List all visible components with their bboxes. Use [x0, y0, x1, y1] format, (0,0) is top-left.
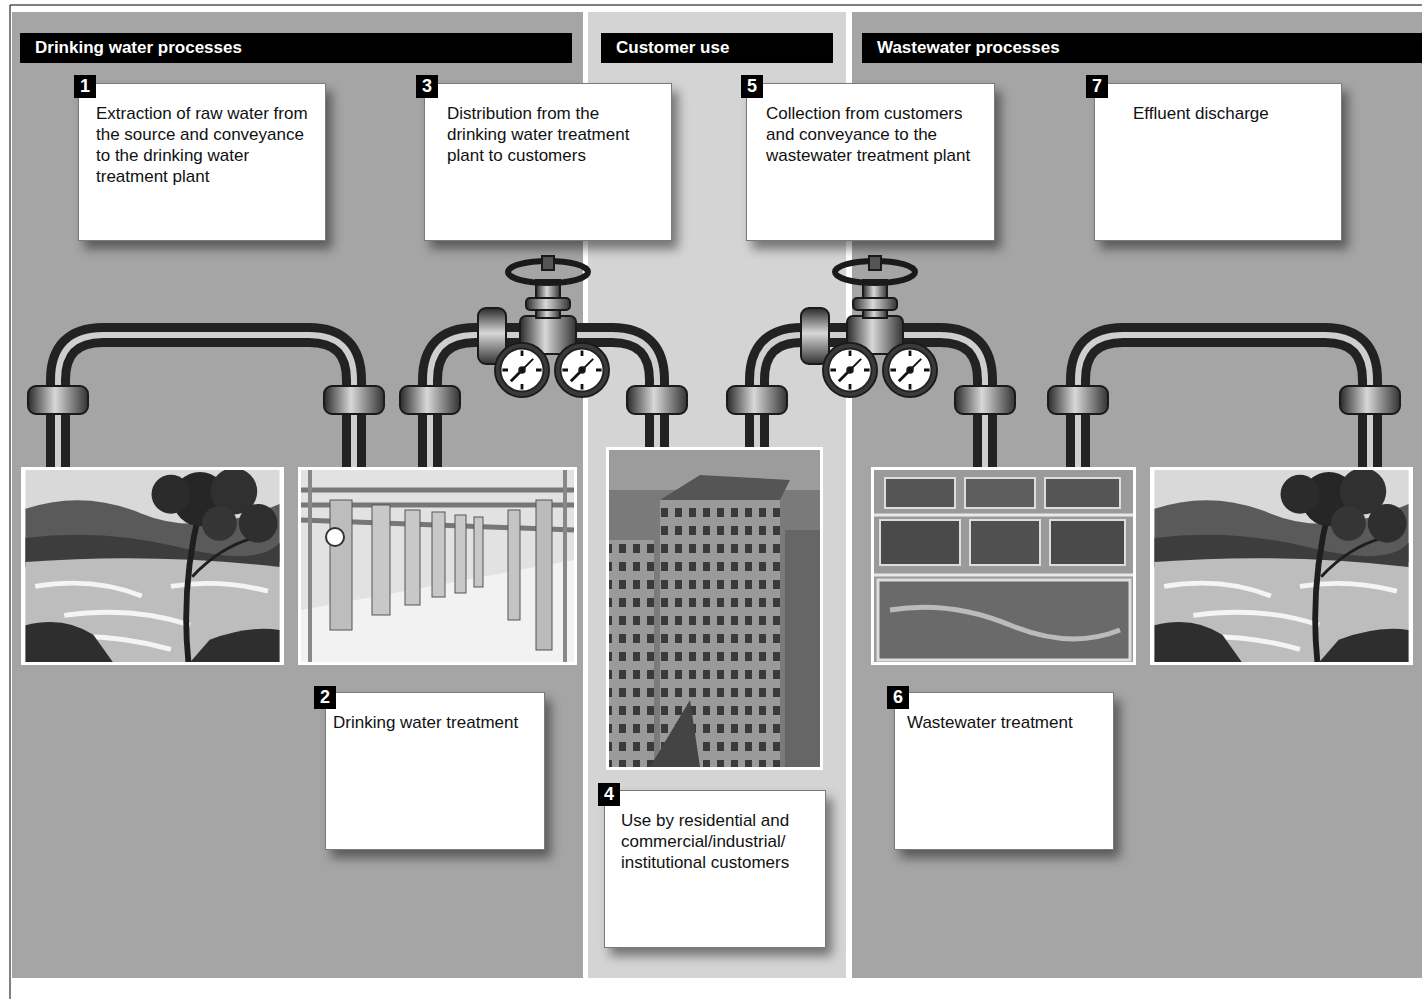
- frame: [10, 5, 1422, 999]
- step-text: Wastewater treatment: [895, 693, 1113, 733]
- valve: [823, 256, 937, 397]
- callout-number: 6: [887, 686, 909, 709]
- step-text: Extraction of raw water from the source …: [79, 84, 325, 187]
- panel-header: Drinking water processes: [20, 33, 572, 63]
- step-text: Drinking water treatment: [326, 693, 544, 733]
- step-text: Collection from customers and conveyance…: [747, 84, 994, 166]
- wastewater-plant-photo: [871, 467, 1136, 665]
- panel-grounds: [12, 12, 1422, 978]
- callout-number: 2: [314, 686, 336, 709]
- panel-header: Wastewater processes: [862, 33, 1422, 63]
- step-text: Use by residential and commercial/indust…: [605, 791, 825, 873]
- river-photo: [21, 467, 284, 665]
- treatment-plant-photo: [298, 467, 577, 665]
- callout-number: 3: [416, 75, 438, 98]
- callout-number: 7: [1086, 75, 1108, 98]
- process-box: 1Extraction of raw water from the source…: [78, 83, 326, 241]
- city-photo: [606, 447, 823, 770]
- process-box: 5Collection from customers and conveyanc…: [746, 83, 995, 241]
- process-box: 6Wastewater treatment: [894, 692, 1114, 850]
- valve: [495, 256, 609, 397]
- river-photo: [1150, 467, 1413, 665]
- process-box: 4Use by residential and commercial/indus…: [604, 790, 826, 948]
- process-box: 7Effluent discharge: [1094, 83, 1342, 241]
- pipe-flanges: [28, 308, 1400, 414]
- step-text: Distribution from the drinking water tre…: [425, 84, 671, 166]
- process-box: 3Distribution from the drinking water tr…: [424, 83, 672, 241]
- process-box: 2Drinking water treatment: [325, 692, 545, 850]
- callout-number: 1: [74, 75, 96, 98]
- process-panel: Wastewater processes5Collection from cus…: [852, 0, 1422, 978]
- process-panel: Drinking water processes 1Extraction of r…: [12, 0, 583, 978]
- step-text: Effluent discharge: [1095, 84, 1341, 124]
- panel-header: Customer use: [601, 33, 833, 63]
- callout-number: 4: [598, 783, 620, 806]
- callout-number: 5: [741, 75, 763, 98]
